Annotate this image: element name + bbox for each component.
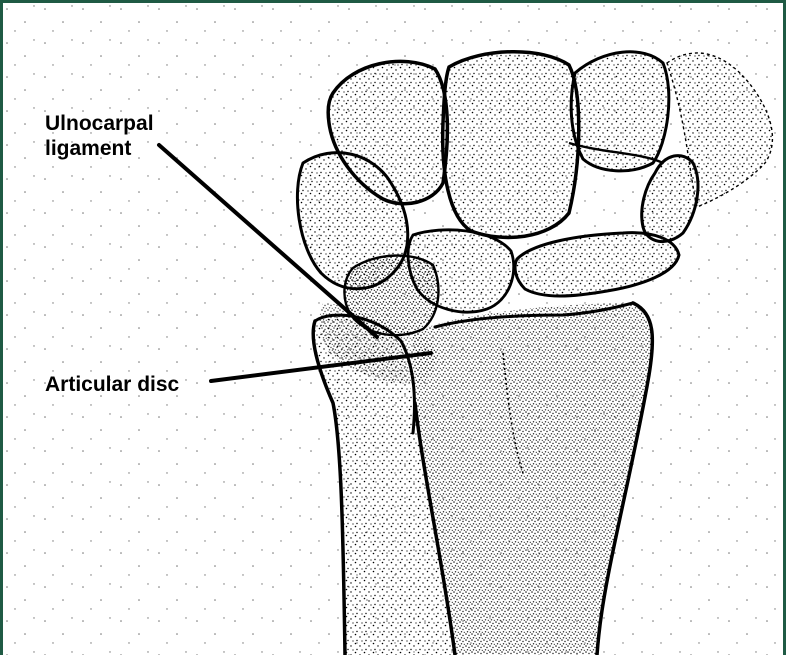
ulnocarpal-label-line2: ligament [45,136,154,161]
articular-disc-label: Articular disc [45,372,179,397]
wrist-illustration [3,3,783,655]
ulnocarpal-label-line1: Ulnocarpal [45,111,154,136]
carpal-capitate [443,52,579,238]
ulnocarpal-ligament-label: Ulnocarpal ligament [45,111,154,161]
